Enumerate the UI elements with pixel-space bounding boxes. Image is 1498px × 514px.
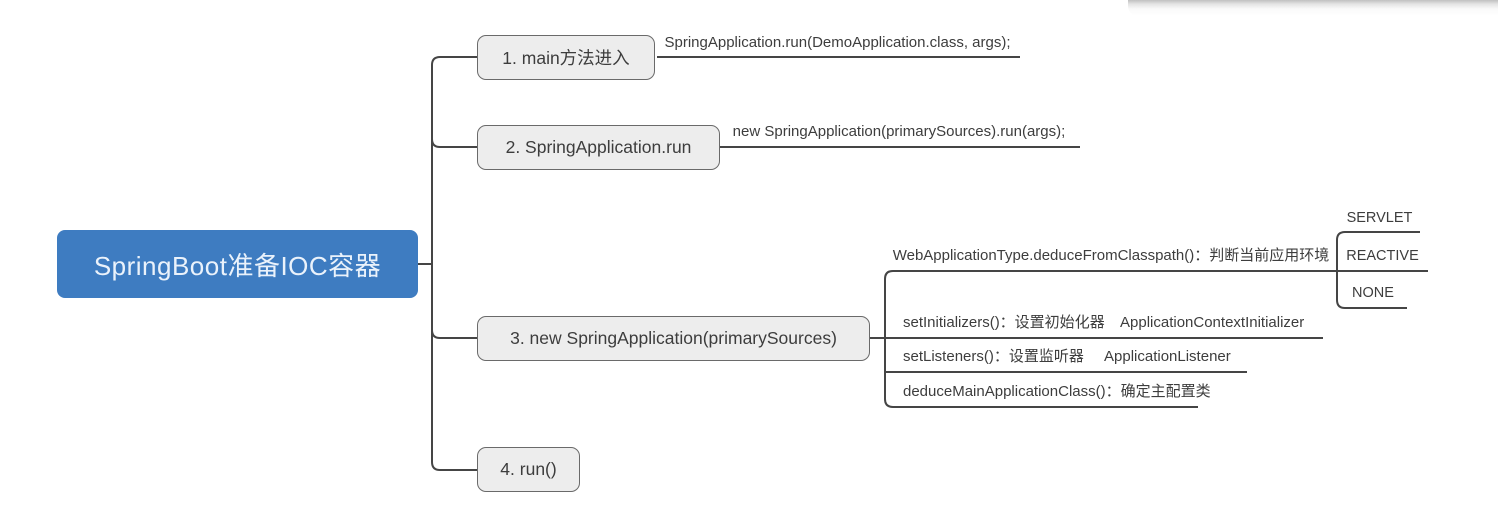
label-application-context-initializer[interactable]: ApplicationContextInitializer — [1120, 314, 1305, 331]
label-type-reactive[interactable]: REACTIVE — [1346, 248, 1419, 264]
label-set-initializers[interactable]: setInitializers()：设置初始化器 — [903, 314, 1105, 331]
label-type-none[interactable]: NONE — [1352, 285, 1394, 301]
top-panel-shadow — [1128, 0, 1498, 16]
label-new-springapplication-code[interactable]: new SpringApplication(primarySources).ru… — [732, 123, 1066, 140]
label-application-listener[interactable]: ApplicationListener — [1104, 348, 1231, 365]
topic-new-springapplication[interactable]: 3. new SpringApplication(primarySources) — [477, 316, 870, 361]
topic-main-method[interactable]: 1. main方法进入 — [477, 35, 655, 80]
root-topic[interactable]: SpringBoot准备IOC容器 — [57, 230, 418, 298]
topic-springapplication-run[interactable]: 2. SpringApplication.run — [477, 125, 720, 170]
topic-run[interactable]: 4. run() — [477, 447, 580, 492]
label-main-run-code[interactable]: SpringApplication.run(DemoApplication.cl… — [664, 34, 1011, 51]
label-deduce-main-application-class[interactable]: deduceMainApplicationClass()：确定主配置类 — [903, 383, 1211, 400]
label-type-servlet[interactable]: SERVLET — [1346, 210, 1413, 226]
label-set-listeners[interactable]: setListeners()：设置监听器 — [903, 348, 1084, 365]
label-deduce-from-classpath[interactable]: WebApplicationType.deduceFromClasspath()… — [892, 247, 1330, 264]
